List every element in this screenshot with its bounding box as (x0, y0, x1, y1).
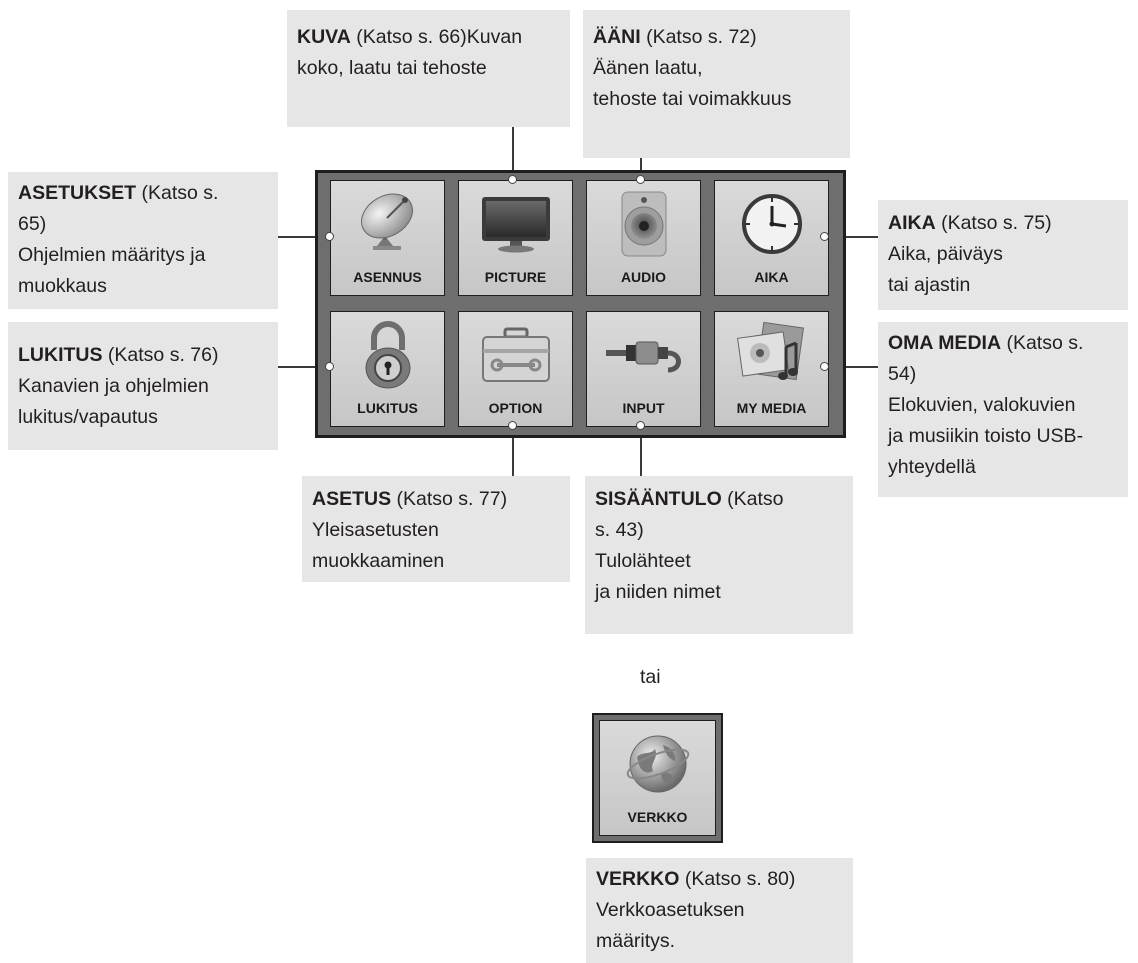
tile-input[interactable]: INPUT (586, 311, 701, 427)
callout-heading: VERKKO (596, 868, 680, 890)
callout-asetukset: ASETUKSET (Katso s. 65) Ohjelmien määrit… (8, 172, 278, 309)
tile-aika[interactable]: AIKA (714, 180, 829, 296)
callout-text: (Katso s. 77) (391, 488, 508, 510)
tile-label: INPUT (622, 400, 665, 416)
tv-monitor-icon (459, 187, 572, 261)
callout-text: Aika, päiväys (888, 243, 1003, 265)
globe-icon (600, 727, 715, 801)
tile-label: OPTION (488, 400, 543, 416)
connector-line (278, 366, 330, 368)
callout-text: yhteydellä (888, 456, 976, 478)
connector-line (826, 366, 878, 368)
callout-text: (Katso s. (136, 182, 219, 204)
callout-heading: ASETUS (312, 488, 392, 510)
tile-label: AUDIO (620, 269, 667, 285)
callout-heading: AIKA (888, 212, 936, 234)
callout-text: ja niiden nimet (595, 581, 721, 603)
padlock-icon (331, 318, 444, 392)
callout-omamedia: OMA MEDIA (Katso s. 54) Elokuvien, valok… (878, 322, 1128, 497)
callout-verkko: VERKKO (Katso s. 80) Verkkoasetuksen mää… (586, 858, 853, 963)
connector-dot (508, 175, 517, 184)
connector-line (640, 427, 642, 476)
connector-line (512, 427, 514, 476)
satellite-dish-icon (331, 187, 444, 261)
tile-picture[interactable]: PICTURE (458, 180, 573, 296)
tile-label: ASENNUS (353, 269, 422, 285)
connector-dot (325, 232, 334, 241)
callout-aani: ÄÄNI (Katso s. 72) Äänen laatu, tehoste … (583, 10, 850, 158)
tile-verkko[interactable]: VERKKO (599, 720, 716, 836)
menu-panel: ASENNUS PICTURE AUDIO (315, 170, 846, 438)
callout-heading: SISÄÄNTULO (595, 488, 722, 510)
speaker-icon (587, 187, 700, 261)
callout-text: (Katso s. 66)Kuvan (350, 26, 523, 48)
callout-text: (Katso s. 75) (935, 212, 1052, 234)
tile-lukitus[interactable]: LUKITUS (330, 311, 445, 427)
callout-kuva: KUVA (Katso s. 66)Kuvan koko, laatu tai … (287, 10, 570, 127)
callout-text: Verkkoasetuksen (596, 899, 745, 921)
tile-option[interactable]: OPTION (458, 311, 573, 427)
callout-text: 54) (888, 363, 917, 385)
callout-text: muokkaus (18, 275, 107, 297)
callout-text: (Katso (721, 488, 784, 510)
callout-heading: OMA MEDIA (888, 332, 1002, 354)
callout-text: Tulolähteet (595, 550, 691, 572)
toolbox-icon (459, 318, 572, 392)
callout-heading: ÄÄNI (593, 26, 641, 48)
callout-text: 65) (18, 213, 47, 235)
or-text: tai (640, 666, 661, 688)
callout-lukitus: LUKITUS (Katso s. 76) Kanavien ja ohjelm… (8, 322, 278, 450)
callout-text: Äänen laatu, (593, 57, 703, 79)
callout-text: muokkaaminen (312, 550, 445, 572)
tile-label: LUKITUS (357, 400, 418, 416)
callout-text: tehoste tai voimakkuus (593, 88, 792, 110)
tile-label: AIKA (754, 269, 789, 285)
cable-plug-icon (587, 318, 700, 392)
tile-label: PICTURE (484, 269, 547, 285)
connector-dot (820, 362, 829, 371)
callout-text: ja musiikin toisto USB- (888, 425, 1084, 447)
connector-dot (820, 232, 829, 241)
connector-dot (325, 362, 334, 371)
tile-label: VERKKO (627, 809, 688, 825)
callout-text: (Katso s. (1001, 332, 1084, 354)
callout-text: lukitus/vapautus (18, 406, 158, 428)
connector-line (640, 158, 642, 179)
callout-text: määritys. (596, 930, 676, 952)
callout-text: tai ajastin (888, 274, 971, 296)
callout-heading: KUVA (297, 26, 351, 48)
callout-text: (Katso s. 72) (640, 26, 757, 48)
callout-asetus: ASETUS (Katso s. 77) Yleisasetusten muok… (302, 476, 570, 582)
clock-icon (715, 187, 828, 261)
tile-mymedia[interactable]: MY MEDIA (714, 311, 829, 427)
callout-text: s. 43) (595, 519, 644, 541)
tile-audio[interactable]: AUDIO (586, 180, 701, 296)
media-collage-icon (715, 318, 828, 392)
callout-aika: AIKA (Katso s. 75) Aika, päiväys tai aja… (878, 200, 1128, 310)
callout-sisaantulo: SISÄÄNTULO (Katso s. 43) Tulolähteet ja … (585, 476, 853, 634)
tile-label: MY MEDIA (736, 400, 807, 416)
connector-line (512, 127, 514, 179)
callout-heading: ASETUKSET (18, 182, 137, 204)
callout-text: Yleisasetusten (312, 519, 439, 541)
callout-text: (Katso s. 80) (679, 868, 796, 890)
callout-text: koko, laatu tai tehoste (297, 57, 487, 79)
connector-dot (508, 421, 517, 430)
connector-dot (636, 175, 645, 184)
callout-text: Elokuvien, valokuvien (888, 394, 1076, 416)
tile-asennus[interactable]: ASENNUS (330, 180, 445, 296)
callout-text: (Katso s. 76) (102, 344, 219, 366)
connector-line (278, 236, 330, 238)
connector-line (826, 236, 878, 238)
verkko-tile-frame: VERKKO (592, 713, 723, 843)
callout-text: Kanavien ja ohjelmien (18, 375, 209, 397)
callout-text: Ohjelmien määritys ja (18, 244, 206, 266)
callout-heading: LUKITUS (18, 344, 103, 366)
connector-dot (636, 421, 645, 430)
